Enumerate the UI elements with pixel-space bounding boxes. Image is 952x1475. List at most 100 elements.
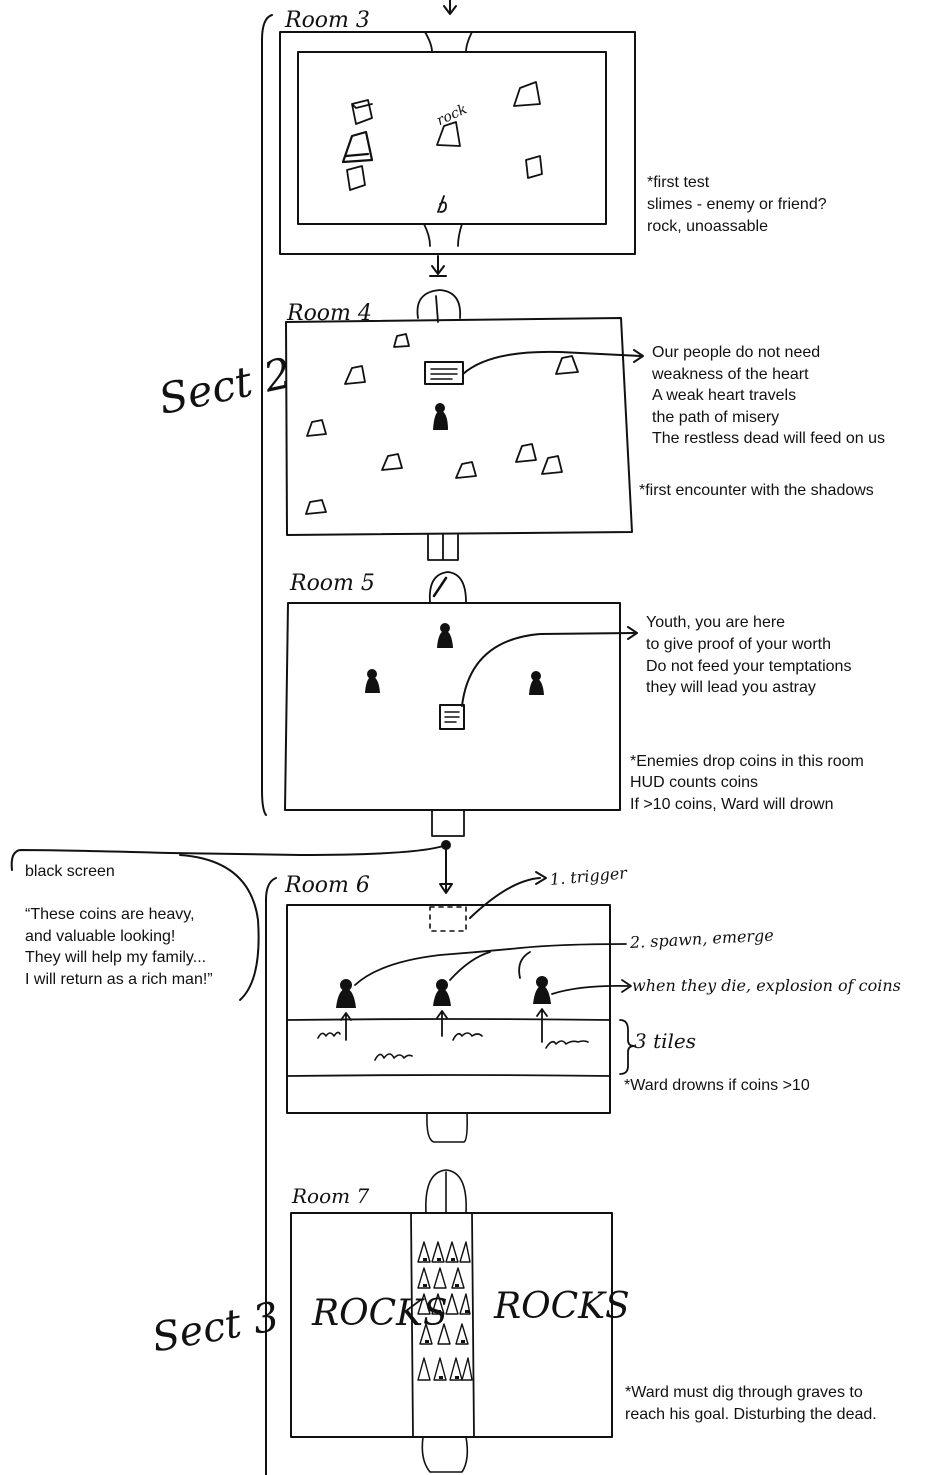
room4-sign-line-4: the path of misery	[652, 409, 779, 426]
room5: Room 5 Youth, you are here to give proof…	[284, 571, 864, 837]
room7-title: Room 7	[291, 1184, 369, 1208]
quote-line-1: “These coins are heavy,	[25, 906, 195, 923]
grave-icon	[417, 1357, 473, 1381]
shadow-enemy-head	[340, 979, 352, 991]
spawn-callout-branches	[449, 951, 531, 981]
rock-icon	[344, 365, 366, 385]
arrowhead	[429, 265, 447, 277]
shadow-enemy-head	[536, 976, 548, 988]
grave-icon	[417, 1241, 471, 1263]
rocks-left-label: ROCKS	[311, 1293, 448, 1334]
water-top-edge	[286, 1018, 611, 1021]
room4-note: *first encounter with the shadows	[639, 482, 874, 499]
room6-note: *Ward drowns if coins >10	[624, 1077, 810, 1094]
quote-line-2: and valuable looking!	[25, 928, 175, 945]
room3-outer-wall	[279, 31, 636, 255]
rock-label: rock	[434, 101, 469, 129]
arrowhead	[633, 349, 644, 363]
room3: Room 3 rock *first test slimes - enemy o…	[279, 0, 827, 255]
room3-top-door	[424, 31, 473, 53]
grave-icon	[417, 1293, 471, 1315]
sign-callout-arrow	[461, 632, 635, 707]
room5-sign-line-1: Youth, you are here	[646, 614, 785, 631]
emerge-arrow	[436, 1010, 448, 1037]
rock-icon	[341, 130, 374, 164]
rock-icon	[513, 81, 541, 107]
shadow-enemy-icon	[365, 676, 380, 693]
slime-icon	[351, 99, 373, 125]
wave-icon	[374, 1053, 413, 1061]
tiles-bracket	[619, 1019, 635, 1075]
spawn-label: 2. spawn, emerge	[628, 925, 774, 952]
sign-lines	[430, 368, 458, 380]
graves	[417, 1241, 473, 1381]
room5-sign-line-3: Do not feed your temptations	[646, 658, 851, 675]
room3-title: Room 3	[284, 8, 370, 33]
room4-sign-line-1: Our people do not need	[652, 344, 820, 361]
grave-icon	[417, 1267, 465, 1289]
room5-note-1: *Enemies drop coins in this room	[630, 753, 864, 770]
room3-note-3: rock, unoassable	[647, 218, 768, 235]
room7-floor	[290, 1212, 613, 1438]
room6-bottom-door	[426, 1112, 468, 1143]
room4-sign-line-3: A weak heart travels	[652, 387, 796, 404]
room4-bottom-door	[427, 534, 459, 561]
sign-lines	[444, 711, 460, 723]
room4-sign-line-5: The restless dead will feed on us	[652, 430, 885, 447]
player-icon	[437, 195, 447, 213]
arrowhead	[621, 979, 632, 993]
tiles-label: 3 tiles	[634, 1029, 696, 1053]
room5-top-door	[428, 571, 467, 603]
room7-note-2: reach his goal. Disturbing the dead.	[625, 1406, 877, 1423]
sign-icon	[439, 704, 465, 730]
shadow-enemy-icon	[433, 988, 451, 1006]
room7: Room 7 ROCKS ROCKS *Ward must dig throug…	[290, 1169, 877, 1473]
shadow-enemy-head	[436, 979, 448, 991]
death-callout	[551, 985, 629, 995]
rock-icon	[555, 355, 579, 375]
black-screen-cutscene: black screen “These coins are heavy, and…	[10, 840, 453, 1001]
room7-top-door	[425, 1169, 467, 1214]
shadow-enemy-icon	[437, 630, 453, 648]
room5-note-2: HUD counts coins	[630, 774, 758, 791]
shadow-enemy-head	[440, 623, 450, 633]
grave-icon	[419, 1323, 469, 1345]
room6-title: Room 6	[284, 873, 370, 898]
arrowhead	[627, 626, 638, 640]
shadow-enemy-icon	[529, 678, 544, 695]
sign-callout-arrow	[462, 350, 641, 375]
room4-sign-line-2: weakness of the heart	[651, 366, 809, 383]
room4-top-door	[416, 289, 462, 323]
room4-floor	[285, 317, 633, 536]
room7-bottom-door	[421, 1436, 469, 1473]
death-label: when they die, explosion of coins	[632, 976, 901, 995]
slime-icon	[346, 165, 366, 191]
sect2-bracket	[261, 14, 273, 816]
trigger-zone	[429, 906, 467, 932]
emerge-arrow	[536, 1008, 548, 1043]
rock-icon	[305, 499, 327, 515]
wave-icon	[317, 1031, 341, 1039]
shadow-enemy-icon	[533, 985, 551, 1004]
quote-line-3: They will help my family...	[25, 949, 206, 966]
room5-bottom-door	[431, 809, 465, 837]
room5-note-3: If >10 coins, Ward will drown	[630, 796, 833, 813]
room5-floor	[284, 602, 621, 811]
grave-corridor	[410, 1212, 475, 1438]
room3-floor	[297, 51, 607, 225]
door-mark	[432, 576, 448, 598]
room6: Room 6 1. trigger 2. spawn, emerge whe	[284, 863, 901, 1143]
rock-icon	[393, 333, 410, 348]
room3-note-1: *first test	[647, 174, 710, 191]
black-screen-label: black screen	[25, 863, 115, 880]
sign-icon	[424, 361, 464, 385]
emerge-arrow	[340, 1012, 352, 1041]
arrowhead	[443, 5, 457, 15]
trigger-label: 1. trigger	[549, 863, 629, 889]
shadow-enemy-icon	[336, 988, 356, 1008]
rock-icon	[436, 121, 461, 147]
arrowhead	[439, 883, 453, 894]
rock-icon	[381, 453, 403, 471]
room7-note-1: *Ward must dig through graves to	[625, 1384, 863, 1401]
